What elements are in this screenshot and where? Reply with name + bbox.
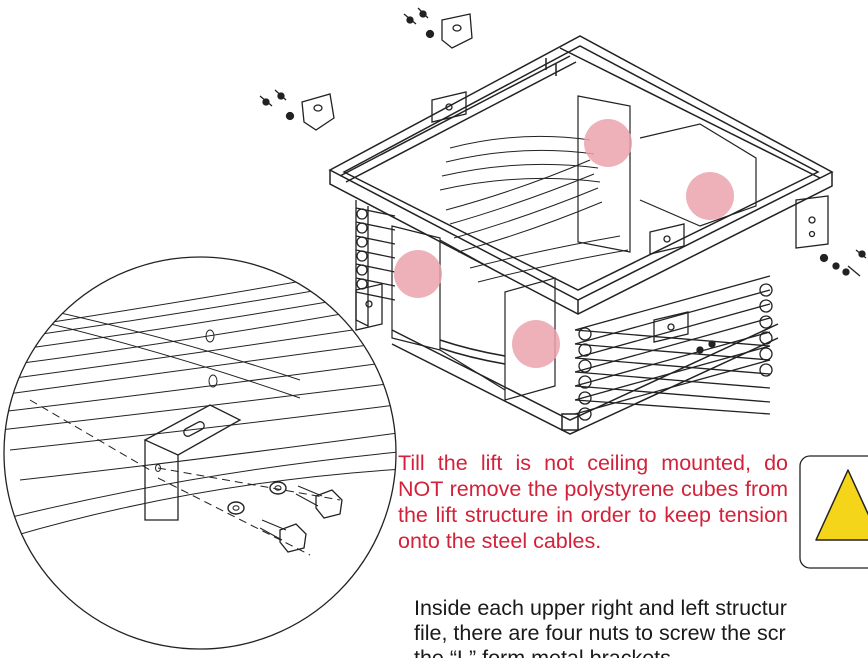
scissor-left [355, 200, 396, 328]
bottom-rails [391, 323, 779, 435]
warning-triangle-icon [815, 469, 868, 541]
cable-chains [439, 135, 629, 283]
warning-message: Till the lift is not ceiling mounted, do… [398, 451, 788, 553]
marker-cube-right [686, 172, 734, 220]
instruction-line-2: file, there are four nuts to screw the s… [414, 621, 786, 645]
instruction-line-3: the “L” form metal brackets [414, 646, 671, 658]
lift-frame [328, 35, 834, 435]
instruction-paragraph: Inside each upper right and left structu… [414, 596, 868, 658]
marker-cube-left [394, 250, 442, 298]
magnified-detail-view [3, 256, 397, 650]
warning-sign [799, 455, 868, 569]
exploded-parts [259, 7, 867, 354]
marker-cube-front [512, 320, 560, 368]
marker-cube-back [584, 119, 632, 167]
instruction-line-1: Inside each upper right and left structu… [414, 596, 787, 620]
frame-brackets [355, 91, 829, 343]
polystyrene-markers [394, 119, 734, 368]
scissor-right [574, 275, 773, 421]
